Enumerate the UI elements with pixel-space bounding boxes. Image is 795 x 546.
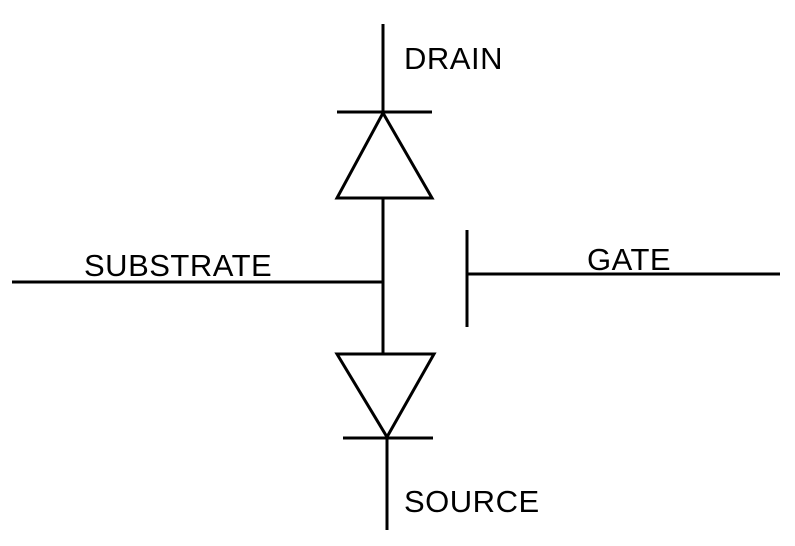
drain-label: DRAIN <box>404 41 503 76</box>
source-label: SOURCE <box>404 484 540 519</box>
lower-diode-triangle <box>334 352 437 440</box>
substrate-label: SUBSTRATE <box>84 248 272 283</box>
upper-diode-triangle <box>334 109 435 200</box>
gate-label: GATE <box>587 242 671 277</box>
